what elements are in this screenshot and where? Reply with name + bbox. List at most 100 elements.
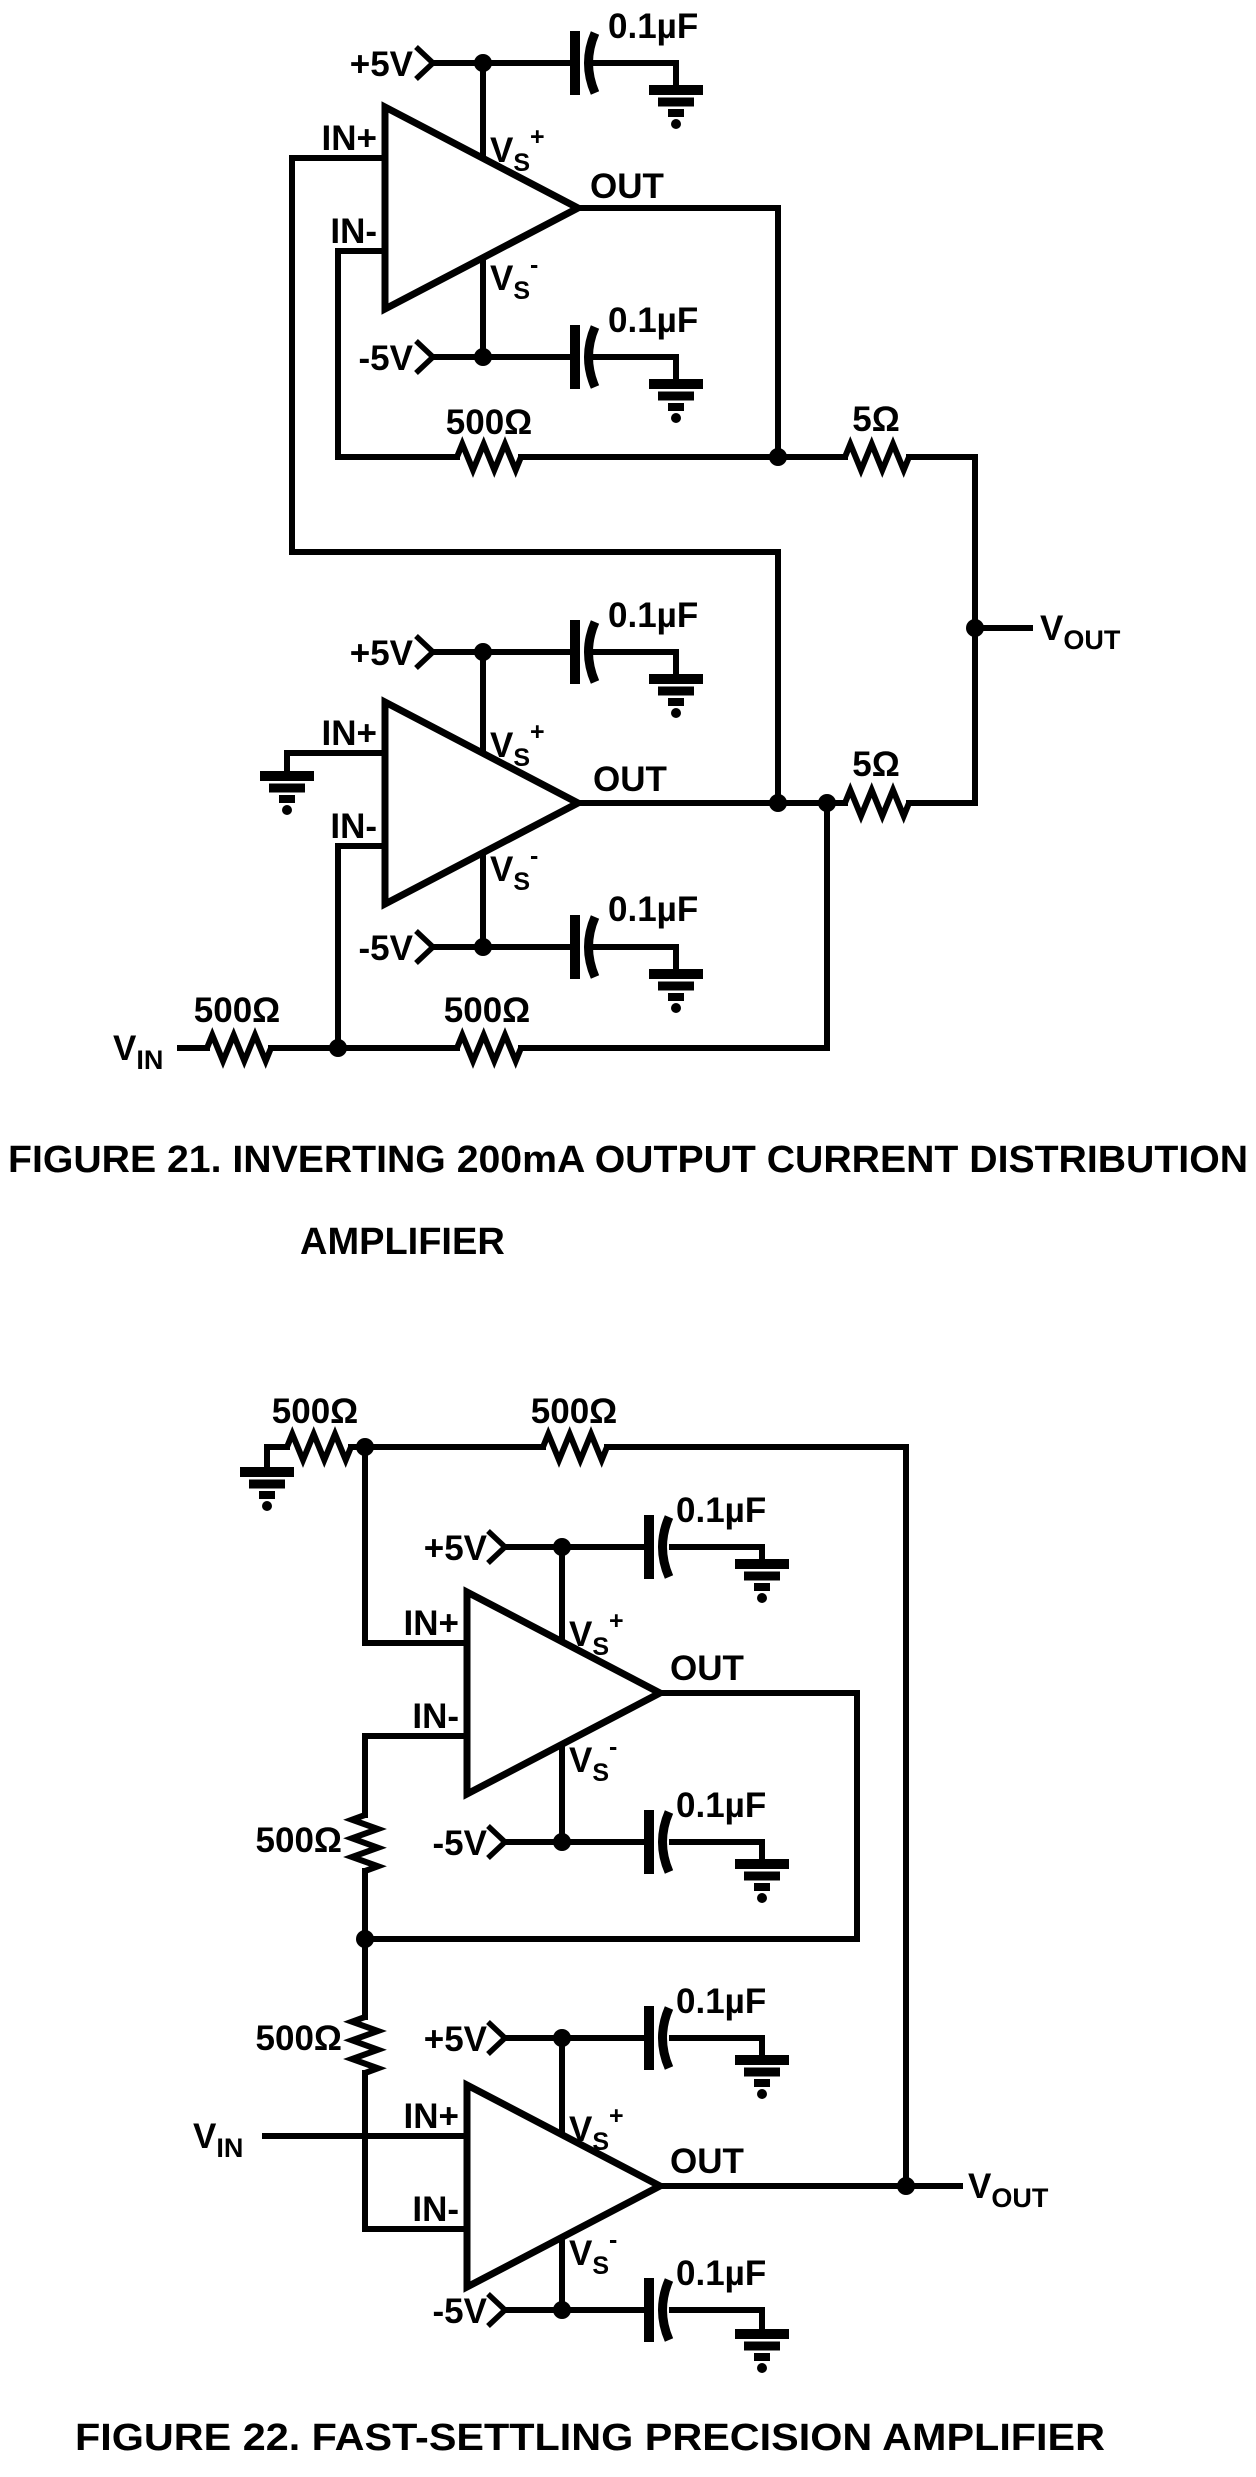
node-dot	[474, 938, 492, 956]
bypass-cap	[649, 2006, 669, 2070]
vin-label: VIN	[193, 2117, 243, 2163]
vs-minus-label: VS-	[569, 2226, 617, 2280]
vs-plus-label: VS+	[490, 123, 545, 177]
supply-pos-label: +5V	[424, 2020, 488, 2059]
vs-minus-label: VS-	[490, 251, 538, 305]
node-dot	[329, 1039, 347, 1057]
in-minus-label: IN-	[412, 2190, 459, 2229]
ground-icon	[735, 2060, 789, 2099]
node-dot	[474, 348, 492, 366]
wire	[262, 1444, 963, 2333]
supply-connector-icon	[488, 2294, 505, 2326]
bypass-cap	[649, 1515, 669, 1579]
resistor-500-input	[207, 1035, 271, 1061]
vs-minus-label: VS-	[490, 842, 538, 896]
r500-label: 500Ω	[444, 991, 530, 1030]
supply-neg-label: -5V	[433, 1824, 488, 1863]
vs-plus-label: VS+	[490, 718, 545, 772]
node-dot	[356, 1438, 374, 1456]
bypass-cap	[575, 31, 595, 95]
bypass-cap	[575, 325, 595, 389]
r500-label: 500Ω	[446, 403, 532, 442]
ground-icon	[735, 2334, 789, 2373]
resistor-500-upper	[352, 1815, 378, 1871]
out-label: OUT	[670, 2142, 744, 2181]
r500-label: 500Ω	[256, 2019, 342, 2058]
r500-label: 500Ω	[194, 991, 280, 1030]
vs-plus-label: VS+	[569, 1607, 624, 1661]
bypass-cap	[575, 915, 595, 979]
ground-icon	[735, 1864, 789, 1903]
figure22-circuit: 500Ω 500Ω 500Ω 500Ω +5V 0.1µF -5V 0.1µF …	[75, 1392, 1105, 2459]
opamp2-triangle	[381, 696, 586, 910]
node-dot	[474, 54, 492, 72]
in-plus-label: IN+	[404, 2097, 459, 2136]
supply-neg-label: -5V	[433, 2292, 488, 2331]
resistor-500-lower	[352, 2017, 378, 2073]
node-dot	[553, 1833, 571, 1851]
vout-label: VOUT	[968, 2167, 1049, 2213]
cap-value-label: 0.1µF	[676, 1982, 766, 2021]
node-dot	[966, 619, 984, 637]
node-dot	[769, 448, 787, 466]
supply-pos-label: +5V	[350, 634, 414, 673]
ground-icon	[240, 1472, 294, 1511]
node-dot	[553, 1538, 571, 1556]
r5-label: 5Ω	[852, 400, 900, 439]
resistor-500-gnd	[287, 1434, 351, 1460]
r5-label: 5Ω	[852, 745, 900, 784]
supply-connector-icon	[416, 47, 433, 79]
supply-connector-icon	[488, 2022, 505, 2054]
opamp4-triangle	[463, 2079, 668, 2293]
node-dot	[897, 2177, 915, 2195]
cap-value-label: 0.1µF	[676, 2254, 766, 2293]
ground-icon	[260, 776, 314, 815]
supply-connector-icon	[488, 1826, 505, 1858]
vs-minus-label: VS-	[569, 1733, 617, 1787]
cap-value-label: 0.1µF	[676, 1491, 766, 1530]
supply-neg-label: -5V	[359, 929, 414, 968]
out-label: OUT	[670, 1649, 744, 1688]
ground-icon	[649, 384, 703, 423]
cap-value-label: 0.1µF	[608, 890, 698, 929]
resistor-500-feedback-top	[457, 444, 521, 470]
in-minus-label: IN-	[330, 212, 377, 251]
resistor-5-top	[845, 444, 909, 470]
supply-neg-label: -5V	[359, 339, 414, 378]
bypass-cap	[649, 1810, 669, 1874]
out-label: OUT	[590, 167, 664, 206]
supply-pos-label: +5V	[350, 45, 414, 84]
out-label: OUT	[593, 760, 667, 799]
vout-label: VOUT	[1040, 609, 1121, 655]
ground-icon	[735, 1564, 789, 1603]
supply-connector-icon	[416, 636, 433, 668]
node-dot	[553, 2029, 571, 2047]
supply-connector-icon	[416, 931, 433, 963]
cap-value-label: 0.1µF	[608, 301, 698, 340]
node-dot	[356, 1930, 374, 1948]
supply-pos-label: +5V	[424, 1529, 488, 1568]
figure21-caption-line1: FIGURE 21. INVERTING 200mA OUTPUT CURREN…	[8, 1139, 1248, 1181]
figure21-caption-line2: AMPLIFIER	[300, 1221, 505, 1263]
r500-label: 500Ω	[256, 1821, 342, 1860]
in-plus-label: IN+	[322, 714, 377, 753]
bypass-cap	[575, 620, 595, 684]
figure22-caption: FIGURE 22. FAST-SETTLING PRECISION AMPLI…	[75, 2417, 1105, 2459]
supply-connector-icon	[416, 341, 433, 373]
opamp1-triangle	[381, 101, 586, 315]
in-minus-label: IN-	[412, 1697, 459, 1736]
cap-value-label: 0.1µF	[608, 596, 698, 635]
wire	[177, 60, 1033, 1051]
r500-label: 500Ω	[531, 1392, 617, 1431]
resistor-5-bottom	[845, 790, 909, 816]
ground-icon	[649, 90, 703, 129]
in-plus-label: IN+	[322, 119, 377, 158]
node-dot	[769, 794, 787, 812]
in-plus-label: IN+	[404, 1604, 459, 1643]
r500-label: 500Ω	[272, 1392, 358, 1431]
ground-icon	[649, 974, 703, 1013]
cap-value-label: 0.1µF	[608, 7, 698, 46]
cap-value-label: 0.1µF	[676, 1786, 766, 1825]
node-dot	[818, 794, 836, 812]
vs-plus-label: VS+	[569, 2102, 624, 2156]
